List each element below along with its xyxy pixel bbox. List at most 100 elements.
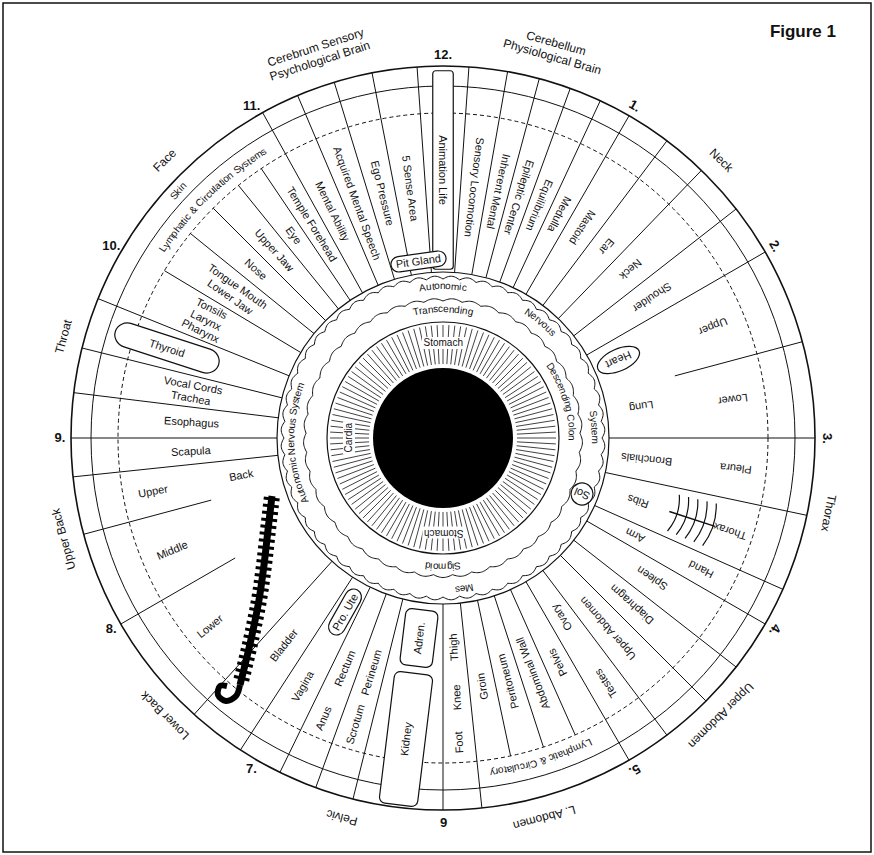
ring-letter: m xyxy=(451,280,460,292)
vertebra-drawing xyxy=(252,595,268,598)
vertebra-drawing xyxy=(259,540,275,542)
vertebra-drawing xyxy=(260,533,276,535)
ring-letter: m xyxy=(589,436,601,444)
zone-label: Foot xyxy=(452,731,466,754)
plexus-circle: Sol xyxy=(566,479,597,510)
vertebra-drawing xyxy=(248,615,264,618)
stomach-spoke xyxy=(483,343,504,376)
stomach-spoke xyxy=(493,493,519,522)
zone-divider xyxy=(605,473,806,516)
zone-divider xyxy=(543,141,667,306)
ring-letter: e xyxy=(285,442,297,448)
ring-letter: c xyxy=(438,303,443,315)
clock-number: 8. xyxy=(106,622,117,637)
zone-divider xyxy=(71,438,277,439)
figure-title: Figure 1 xyxy=(770,22,836,42)
ring-letter: o xyxy=(566,429,578,435)
vertebra-drawing xyxy=(237,663,253,667)
zone-label: Bladder xyxy=(267,627,300,665)
zone-divider xyxy=(316,594,386,788)
stomach-spoke xyxy=(505,376,538,397)
region-label: Upper Back xyxy=(49,507,79,571)
stomach-spoke xyxy=(352,481,384,504)
nerve-wreath xyxy=(281,276,605,600)
stomach-spoke xyxy=(514,409,552,419)
node-border xyxy=(390,250,447,273)
stomach-spoke xyxy=(501,367,531,392)
vertebra-drawing xyxy=(242,642,258,646)
zone-label: Middle xyxy=(155,538,190,562)
vertebra-drawing xyxy=(251,602,267,605)
ring-letter: o xyxy=(285,428,297,434)
zone-label: Bronchials xyxy=(621,450,673,468)
organ-strip: Kidney xyxy=(378,670,434,808)
vertebra-drawing xyxy=(258,547,274,549)
stomach-spoke xyxy=(381,343,402,376)
stomach-label: Stomach xyxy=(422,337,465,349)
zone-label: Sensory Locomotion xyxy=(461,137,486,238)
stomach-spoke xyxy=(498,488,527,514)
zone-label: Lower xyxy=(194,612,225,641)
stomach-spoke xyxy=(363,490,391,518)
zone-label: Anus xyxy=(313,705,334,733)
ring-letter: g xyxy=(562,405,574,413)
stomach-spoke xyxy=(498,362,527,388)
stomach-spoke xyxy=(377,498,400,530)
region-label: Neck xyxy=(706,146,735,175)
stomach-spoke xyxy=(359,362,388,388)
ring-letter: n xyxy=(427,304,434,316)
stomach-spoke xyxy=(334,457,372,467)
ring-letter: e xyxy=(589,430,601,436)
stomach-spoke xyxy=(392,504,410,539)
stomach-spoke xyxy=(363,358,391,386)
stomach-spoke xyxy=(517,446,556,450)
stomach-circle xyxy=(327,322,559,554)
stomach-spoke xyxy=(381,500,402,533)
zone-strip: Animation Life xyxy=(432,70,454,270)
region-label: Cerebellum Physiological Brain xyxy=(496,22,611,79)
stomach-spoke xyxy=(336,461,373,473)
ring-letter: m xyxy=(438,561,446,573)
vertebra-drawing xyxy=(244,636,260,639)
ring-letter: s xyxy=(454,583,460,595)
zone-label: Back xyxy=(228,467,254,484)
clock-number: 11. xyxy=(243,99,260,114)
zone-label: Scapula xyxy=(171,444,211,459)
zone-label: Diaphragm xyxy=(607,582,656,627)
stomach-label: Stomach xyxy=(422,527,465,539)
zone-label: Ear xyxy=(596,236,617,257)
zone-divider xyxy=(84,500,212,534)
ring-letter: s xyxy=(588,422,600,428)
zone-label: Neck xyxy=(617,256,644,282)
node-border xyxy=(433,71,454,270)
stomach-spoke xyxy=(517,438,556,439)
stomach-spoke xyxy=(480,502,500,536)
stomach-spoke xyxy=(517,426,556,430)
ring-letter: n xyxy=(440,280,446,292)
iris-rings xyxy=(71,66,815,810)
region-label: Throat xyxy=(53,318,75,355)
ring-letter: o xyxy=(445,280,451,292)
gland-box: Adren. xyxy=(398,607,439,669)
zone-divider xyxy=(417,67,431,272)
ring-letter: v xyxy=(285,434,297,439)
stomach-spoke xyxy=(372,350,397,380)
stomach-spoke xyxy=(495,490,523,518)
stomach-spoke xyxy=(490,496,515,526)
zone-label: Upper xyxy=(696,314,729,337)
stomach-spoke xyxy=(513,403,550,415)
node-border xyxy=(379,671,433,807)
ring-letter: e xyxy=(443,303,449,315)
zone-label: Spleen xyxy=(634,564,669,594)
zone-label: Lung xyxy=(628,398,654,414)
node-border xyxy=(399,607,438,667)
outer-circle xyxy=(71,66,815,810)
stomach-spoke xyxy=(359,488,388,514)
zone-label: Medulla xyxy=(545,194,574,234)
region-label: L. Abdomen xyxy=(512,802,577,832)
clock-number: 4. xyxy=(765,621,783,638)
organ-shape: Heart xyxy=(592,339,645,380)
spine-curl xyxy=(218,685,240,701)
stomach-spoke xyxy=(480,340,500,374)
